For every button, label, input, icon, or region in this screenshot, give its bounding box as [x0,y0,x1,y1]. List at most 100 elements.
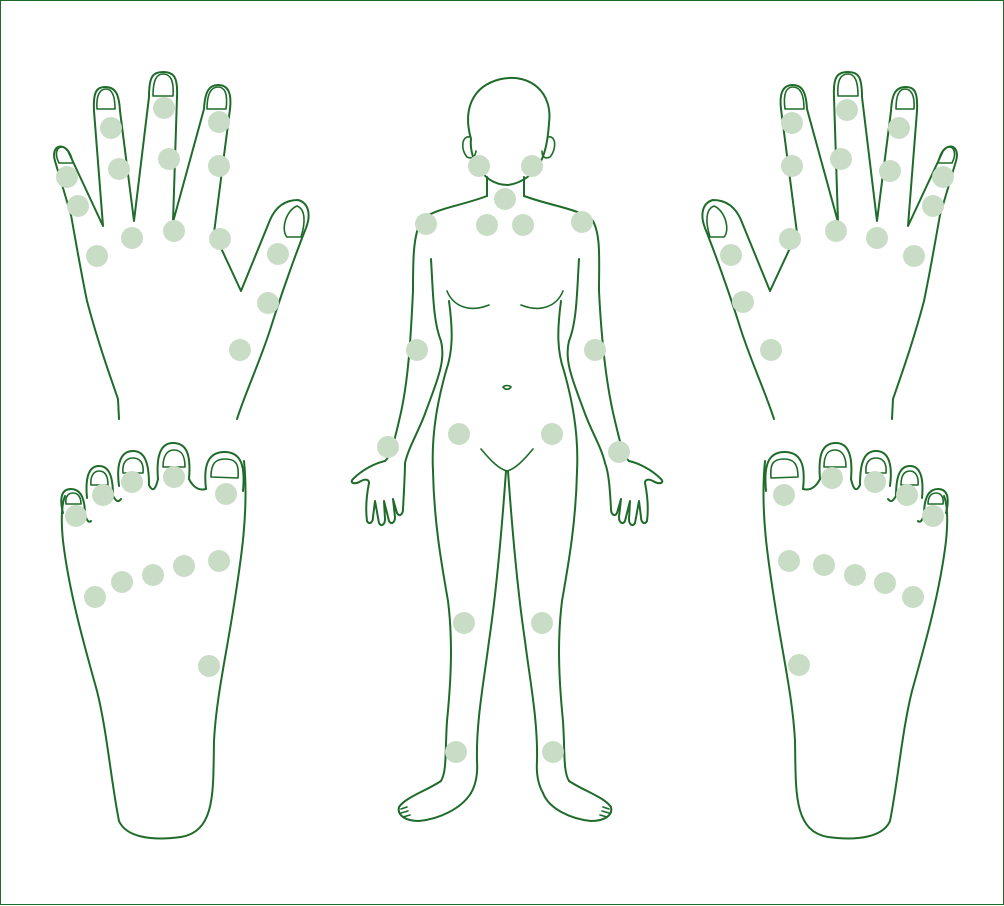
hand-right-spot-12[interactable] [903,245,925,267]
body-spot-9[interactable] [584,339,606,361]
body-spot-15[interactable] [531,612,553,634]
right-foot-toe-2-nail [824,450,846,467]
body-spot-14[interactable] [453,612,475,634]
foot-right-spot-2[interactable] [821,467,843,489]
hand-right-spot-10[interactable] [825,220,847,242]
hand-left-spot-10[interactable] [121,227,143,249]
foot-left-spot-7[interactable] [111,571,133,593]
foot-left-spot-11[interactable] [198,655,220,677]
right-hand-pinky-nail [938,147,955,163]
body-crotch [481,449,533,471]
left-foot-toe-2-nail [163,450,185,467]
hand-right-spot-9[interactable] [779,228,801,250]
body-spot-12[interactable] [541,423,563,445]
body-spot-8[interactable] [406,339,428,361]
body-inner-leg-left [471,471,506,793]
body-hand-left [352,461,405,525]
foot-right-spot-8[interactable] [844,564,866,586]
left-hand-index-nail [97,89,115,109]
foot-right-spot-10[interactable] [902,586,924,608]
body-spot-5[interactable] [476,214,498,236]
hand-right-spot-5[interactable] [830,148,852,170]
right-hand-index-nail [896,89,914,109]
body-chest [447,291,563,308]
hand-right-spot-11[interactable] [866,227,888,249]
foot-left-spot-6[interactable] [84,586,106,608]
foot-left-spot-1[interactable] [65,505,87,527]
foot-right-spot-4[interactable] [896,484,918,506]
right-foot-outline [763,461,947,838]
body-spot-7[interactable] [571,211,593,233]
hand-left-spot-4[interactable] [108,158,130,180]
body-spot-16[interactable] [445,741,467,763]
hand-left-spot-1[interactable] [100,117,122,139]
foot-right-spot-5[interactable] [922,505,944,527]
left-hand-thumb-nail [284,206,304,237]
body-spot-3[interactable] [521,155,543,177]
foot-right-spot-1[interactable] [773,484,795,506]
left-hand-outline [54,72,309,419]
body-inner-arm-left [405,259,442,463]
hand-right-spot-14[interactable] [732,291,754,313]
hand-right-spot-6[interactable] [879,160,901,182]
foot-right-spot-7[interactable] [813,554,835,576]
left-hand-middle-nail [153,74,173,96]
hand-right-spot-3[interactable] [888,117,910,139]
hand-left-spot-11[interactable] [163,220,185,242]
foot-left-spot-2[interactable] [92,484,114,506]
right-hand-outline [702,72,957,419]
body-spot-6[interactable] [512,214,534,236]
foot-left-spot-8[interactable] [142,564,164,586]
foot-right-spot-3[interactable] [864,471,886,493]
left-foot-toe-4-nail [91,471,108,485]
hand-left-spot-14[interactable] [257,292,279,314]
left-hand-pinky-nail [56,147,73,163]
hand-right-spot-15[interactable] [760,339,782,361]
marker-spots [56,97,954,763]
hand-left-spot-3[interactable] [208,111,230,133]
foot-right-spot-6[interactable] [778,550,800,572]
body-spot-13[interactable] [608,441,630,463]
body-spot-17[interactable] [542,741,564,763]
right-hand-figure [702,72,957,419]
hand-left-spot-6[interactable] [208,155,230,177]
left-hand-ring-nail [207,87,227,109]
hand-left-spot-7[interactable] [56,166,78,188]
hand-left-spot-5[interactable] [158,148,180,170]
hand-right-spot-8[interactable] [922,195,944,217]
body-spot-1[interactable] [468,155,490,177]
hand-left-spot-9[interactable] [86,245,108,267]
right-hand-thumb-nail [707,206,727,237]
foot-left-spot-5[interactable] [215,483,237,505]
hand-left-spot-8[interactable] [67,195,89,217]
hand-left-spot-13[interactable] [267,243,289,265]
hand-left-spot-2[interactable] [153,97,175,119]
hand-right-spot-1[interactable] [836,99,858,121]
body-spot-11[interactable] [448,423,470,445]
left-foot-outline [62,461,246,838]
foot-left-spot-4[interactable] [163,466,185,488]
body-navel [503,386,511,390]
foot-left-spot-9[interactable] [173,555,195,577]
foot-right-spot-11[interactable] [788,654,810,676]
body-spot-4[interactable] [415,213,437,235]
hand-right-spot-4[interactable] [781,155,803,177]
body-spot-10[interactable] [377,436,399,458]
hand-right-spot-2[interactable] [781,112,803,134]
left-foot-figure [61,443,245,838]
left-hand-figure [54,72,309,419]
left-foot-big-toe-nail [211,459,238,478]
foot-right-spot-9[interactable] [874,572,896,594]
body-spot-2[interactable] [494,188,516,210]
body-hand-right [605,461,662,525]
hand-right-spot-13[interactable] [720,244,742,266]
right-hand-middle-nail [838,74,858,96]
hand-left-spot-15[interactable] [229,339,251,361]
hand-left-spot-12[interactable] [209,228,231,250]
foot-left-spot-10[interactable] [208,550,230,572]
hand-right-spot-7[interactable] [932,166,954,188]
foot-left-spot-3[interactable] [121,471,143,493]
right-hand-ring-nail [784,87,804,109]
body-torso-right [524,196,629,461]
